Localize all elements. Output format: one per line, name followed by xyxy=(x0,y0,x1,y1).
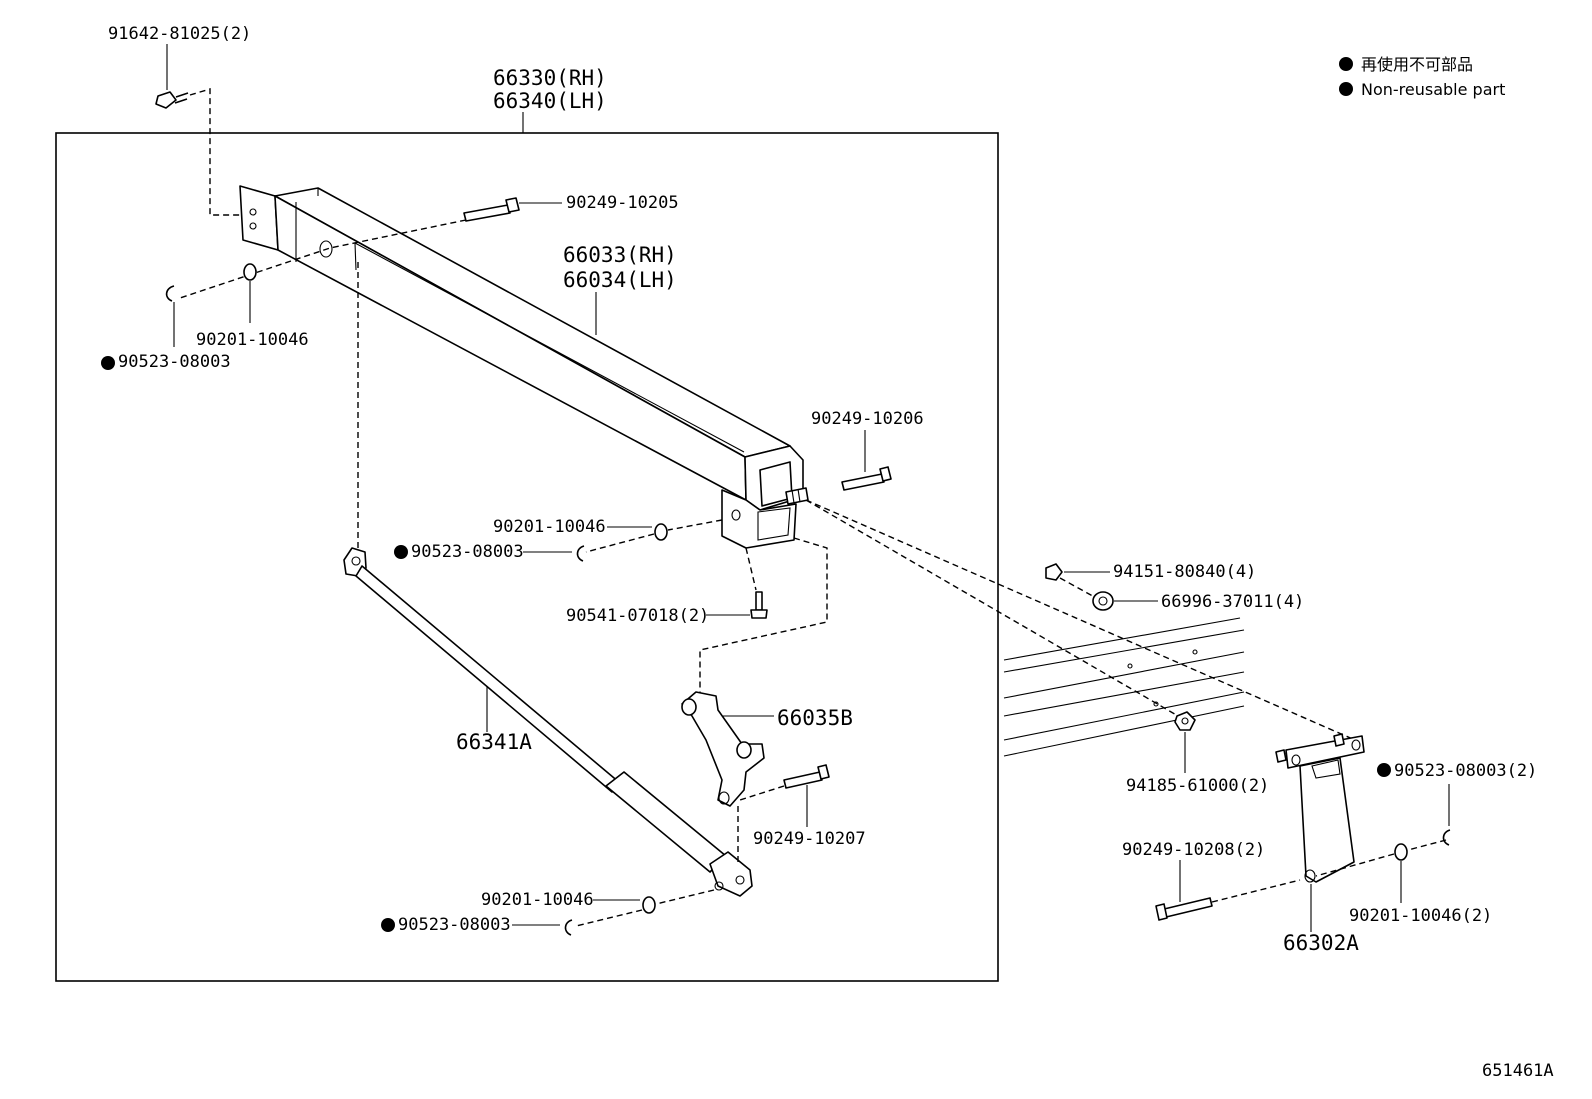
pin-top-dashline xyxy=(179,219,467,299)
non-reusable-dot-icon xyxy=(394,545,408,559)
non-reusable-dot-icon xyxy=(1377,763,1391,777)
label-hinge: 66302A xyxy=(1283,931,1359,955)
non-reusable-dot-icon xyxy=(101,356,115,370)
hinge-part xyxy=(1275,733,1365,883)
clip-top-part xyxy=(165,285,175,302)
label-nut-mid-right: 94185-61000(2) xyxy=(1126,776,1269,796)
nut-right-part xyxy=(1045,563,1063,581)
label-clip-low: 90523-08003 xyxy=(398,915,511,935)
legend-jp: 再使用不可部品 xyxy=(1361,55,1473,74)
label-washer-right: 90201-10046(2) xyxy=(1349,906,1492,926)
label-washer-mid: 90201-10046 xyxy=(493,517,606,537)
bolt-top-dashline xyxy=(189,88,240,216)
pin-top-part xyxy=(463,197,520,222)
label-strut: 66341A xyxy=(456,730,532,754)
label-washer-low: 90201-10046 xyxy=(481,890,594,910)
washer-mid-part xyxy=(654,523,668,541)
label-bracket: 66035B xyxy=(777,706,853,730)
body-panel xyxy=(1003,617,1245,757)
label-clip-right: 90523-08003(2) xyxy=(1394,761,1537,781)
label-assy-lh: 66340(LH) xyxy=(493,89,607,113)
bracket-part xyxy=(681,691,765,807)
legend-en: Non-reusable part xyxy=(1361,80,1505,99)
retainer-right-part xyxy=(1092,591,1114,611)
non-reusable-dot-icon xyxy=(1339,82,1353,96)
label-clip-top: 90523-08003 xyxy=(118,352,231,372)
washer-low-part xyxy=(642,896,656,914)
washer-top-part xyxy=(243,263,257,281)
pin-right-part xyxy=(1155,897,1213,921)
rail-hinge-dashline xyxy=(805,499,1356,741)
label-bolt-top: 91642-81025(2) xyxy=(108,24,251,44)
label-rail-lh: 66034(LH) xyxy=(563,268,677,292)
label-pin-right: 90249-10208(2) xyxy=(1122,840,1265,860)
clip-mid-part xyxy=(576,545,585,562)
assembly-frame xyxy=(55,132,999,982)
pin-low-part xyxy=(783,764,830,789)
label-assy-rh: 66330(RH) xyxy=(493,66,607,90)
bolt-top-part xyxy=(155,91,189,109)
clip-right-part xyxy=(1442,829,1451,846)
nut-mid-right-part xyxy=(1174,711,1196,731)
label-retainer-right: 66996-37011(4) xyxy=(1161,592,1304,612)
strut-part xyxy=(343,547,753,897)
screw-mid-part xyxy=(750,591,768,619)
washer-right-part xyxy=(1394,843,1408,861)
label-pin-mid: 90249-10206 xyxy=(811,409,924,429)
diagram-id: 651461A xyxy=(1482,1061,1554,1081)
label-pin-low: 90249-10207 xyxy=(753,829,866,849)
pin-mid-part xyxy=(841,466,892,491)
label-screw-mid: 90541-07018(2) xyxy=(566,606,709,626)
legend: 再使用不可部品 Non-reusable part xyxy=(1339,55,1505,99)
rail-bracket-dashline xyxy=(699,537,828,700)
label-pin-top: 90249-10205 xyxy=(566,193,679,213)
rail-part xyxy=(239,185,809,549)
label-washer-top: 90201-10046 xyxy=(196,330,309,350)
clip-low-part xyxy=(564,919,573,936)
label-clip-mid: 90523-08003 xyxy=(411,542,524,562)
label-rail-rh: 66033(RH) xyxy=(563,243,677,267)
non-reusable-dot-icon xyxy=(1339,57,1353,71)
label-nut-right: 94151-80840(4) xyxy=(1113,562,1256,582)
non-reusable-dot-icon xyxy=(381,918,395,932)
